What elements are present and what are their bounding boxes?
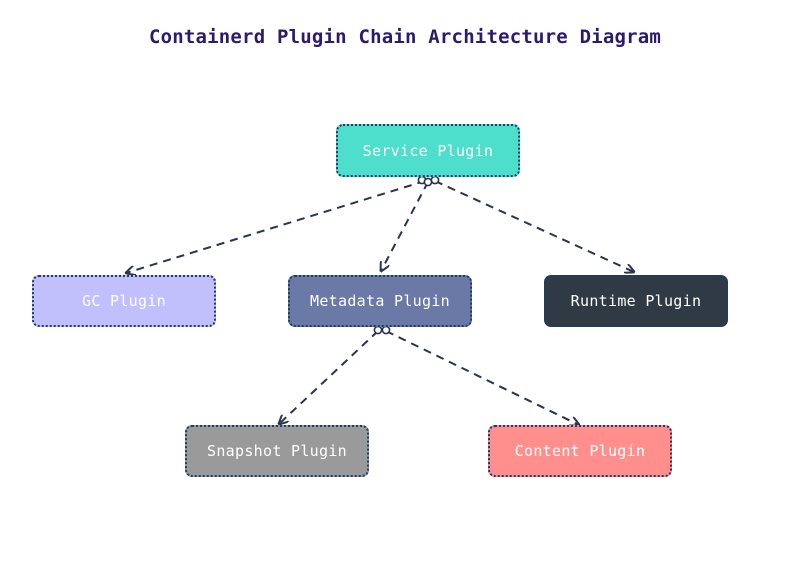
node-content-plugin-label: Content Plugin <box>514 442 646 460</box>
node-gc-plugin-label: GC Plugin <box>82 292 166 310</box>
node-service-plugin-label: Service Plugin <box>362 141 494 160</box>
node-snapshot-plugin[interactable]: Snapshot Plugin <box>185 425 369 477</box>
edge-service-runtime <box>434 180 634 272</box>
diagram-title: Containerd Plugin Chain Architecture Dia… <box>148 26 662 48</box>
edge-metadata-snapshot <box>279 330 379 424</box>
edge-tail-circle <box>381 325 391 335</box>
edge-service-gc <box>126 180 426 273</box>
node-content-plugin[interactable]: Content Plugin <box>488 425 672 477</box>
edge-tail-circle <box>430 175 440 185</box>
node-service-plugin[interactable]: Service Plugin <box>336 124 520 177</box>
edge-service-metadata <box>381 181 429 271</box>
node-metadata-plugin[interactable]: Metadata Plugin <box>288 275 472 327</box>
edge-tail-circle <box>373 325 383 335</box>
node-snapshot-plugin-label: Snapshot Plugin <box>207 442 347 460</box>
node-metadata-plugin-label: Metadata Plugin <box>310 292 450 310</box>
node-gc-plugin[interactable]: GC Plugin <box>32 275 216 327</box>
edge-tail-circle <box>423 177 433 187</box>
edge-tail-circle <box>417 175 427 185</box>
node-runtime-plugin-label: Runtime Plugin <box>570 292 702 310</box>
edge-metadata-content <box>385 330 579 425</box>
node-runtime-plugin[interactable]: Runtime Plugin <box>544 275 728 327</box>
